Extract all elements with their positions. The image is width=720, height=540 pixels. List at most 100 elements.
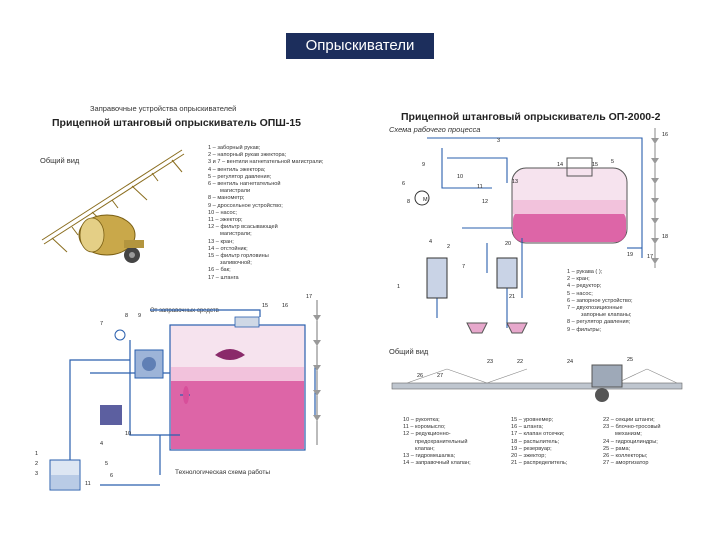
left-legend-item: 14 – отстойник;: [208, 245, 248, 252]
right-num: 11: [477, 184, 483, 190]
slide-title: Опрыскиватели: [286, 33, 434, 59]
right-num: 14: [557, 162, 563, 168]
right-num: 21: [509, 294, 515, 300]
left-legend-item: 16 – бак;: [208, 267, 231, 274]
right-pump: [426, 257, 448, 299]
right-num: 20: [505, 241, 511, 247]
left-tech-scheme: 1 2 3 4 5 6 7 8 9 10 11 15 16 17: [35, 294, 321, 491]
left-legend-item: 9 – дроссельное устройство;: [208, 202, 283, 209]
right-num: M: [423, 197, 428, 203]
left-title: Прицепной штанговый опрыскиватель ОПШ-15: [52, 117, 302, 129]
left-legend-item: 8 – манометр;: [208, 195, 245, 202]
left-legend-item: 10 – насос;: [208, 209, 237, 216]
right-num: 4: [429, 239, 432, 245]
left-manometer: [114, 329, 126, 341]
right-legend-item: 10 – рукоятка;: [403, 417, 440, 423]
left-legend-item: 13 – кран;: [208, 238, 234, 245]
right-legend-item: клапан;: [415, 445, 435, 452]
right-legend-item: 19 – резервуар;: [511, 445, 552, 452]
right-num: 27: [437, 373, 443, 379]
right-num: 23: [487, 359, 493, 365]
right-distributor: [496, 257, 518, 289]
left-legend-item: 5 – регулятор давления;: [208, 173, 272, 180]
right-legend-col3: 22 – секции штанги; 23 – блочно-тросовый…: [603, 417, 661, 467]
right-num: 17: [647, 254, 653, 260]
right-legend-item: 26 – коллекторы;: [603, 453, 648, 460]
left-legend-item: магистрали: [220, 188, 251, 195]
right-legend-item: запорные клапаны;: [581, 312, 632, 319]
left-legend-item: 6 – вентиль нагнетательной: [208, 181, 281, 188]
right-num: 9: [422, 162, 425, 168]
left-num: 16: [282, 303, 288, 309]
left-from-filling-label: От заправочных средств: [150, 308, 219, 314]
right-num: 5: [611, 159, 614, 165]
right-legend-item: механизм;: [615, 431, 642, 438]
left-num: 6: [110, 473, 113, 479]
right-num: 8: [407, 199, 410, 205]
right-legend-item: 24 – гидроцилиндры;: [603, 438, 658, 445]
right-legend-item: 6 – запорное устройство;: [567, 297, 633, 304]
right-num: 13: [512, 179, 518, 185]
right-legend-item: 27 – амортизатор: [603, 460, 649, 467]
right-legend-top: 1 – рукава ( ); 2 – кран; 4 – редуктор; …: [567, 269, 633, 334]
left-pump-block: [134, 349, 164, 379]
left-num: 17: [306, 294, 312, 300]
right-num: 26: [417, 373, 423, 379]
right-legend-item: 16 – штанга;: [511, 424, 544, 431]
left-num: 11: [85, 481, 91, 487]
left-legend-item: 15 – фильтр горловины: [208, 253, 269, 260]
left-num: 8: [125, 313, 128, 319]
left-num: 2: [35, 461, 38, 467]
left-header-top: Заправочные устройства опрыскивателей: [90, 104, 237, 113]
right-num: 1: [397, 284, 400, 290]
left-legend-item: 4 – вентиль эжектора;: [208, 166, 266, 173]
right-num: 18: [662, 234, 668, 240]
right-general-view-label: Общий вид: [389, 347, 429, 356]
right-legend-item: 5 – насос;: [567, 290, 593, 297]
right-num: 25: [627, 357, 633, 363]
right-wheel: [595, 388, 609, 402]
left-num: 4: [100, 441, 103, 447]
right-legend-item: 2 – кран;: [567, 276, 590, 283]
left-num: 15: [262, 303, 268, 309]
right-legend-item: 14 – заправочный клапан;: [403, 460, 471, 467]
right-legend-item: 21 – распределитель;: [511, 460, 568, 467]
right-legend-item: 18 – распылитель;: [511, 438, 560, 445]
right-num: 24: [567, 359, 573, 365]
right-num: 6: [402, 181, 405, 187]
right-frame: [591, 364, 623, 388]
right-liquid: [513, 210, 626, 242]
left-num: 5: [105, 461, 108, 467]
left-num: 10: [125, 431, 131, 437]
right-legend-item: 17 – клапан отсечки;: [511, 431, 565, 438]
right-legend-item: 13 – гидромешалка;: [403, 453, 456, 460]
left-tech-scheme-label: Технологическая схема работы: [175, 469, 271, 476]
left-legend: 1 – заборный рукав; 2 – напорный рукав э…: [208, 145, 323, 282]
left-num: 1: [35, 451, 38, 457]
right-legend-item: 8 – регулятор давления;: [567, 319, 631, 326]
right-title: Прицепной штанговый опрыскиватель ОП-200…: [401, 111, 661, 123]
left-legend-item: 11 – эжектор;: [208, 217, 243, 224]
left-legend-item: заливочной;: [220, 260, 252, 267]
right-num: 15: [592, 162, 598, 168]
right-legend-item: 4 – редуктор;: [567, 283, 602, 290]
right-legend-item: 12 – редукционно-: [403, 431, 451, 438]
right-num: 19: [627, 252, 633, 258]
left-panel-opsh15: Заправочные устройства опрыскивателей Пр…: [30, 95, 330, 491]
right-legend-item: 15 – уровнемер;: [511, 417, 554, 423]
right-legend-item: 20 – эжектор;: [511, 453, 546, 460]
left-legend-item: 3 и 7 – вентили нагнетательной магистрал…: [208, 159, 324, 166]
right-legend-item: 9 – фильтры;: [567, 326, 602, 333]
right-num: 16: [662, 132, 668, 138]
left-sprayer-illustration: [41, 149, 185, 263]
right-legend-item: 7 – двухпозиционные: [567, 305, 623, 312]
right-legend-item: 22 – секции штанги;: [603, 417, 655, 423]
left-legend-item: 17 – штанга: [208, 274, 239, 281]
left-general-view-label: Общий вид: [40, 156, 80, 165]
right-process-scheme: 1 2 3 4 5 6 7 8 9 10 11 12 13 14 15 16 1…: [397, 128, 668, 334]
left-num: 7: [100, 321, 103, 327]
right-legend-col2: 15 – уровнемер; 16 – штанга; 17 – клапан…: [511, 417, 567, 467]
right-scheme-label: Схема рабочего процесса: [389, 125, 481, 134]
left-legend-item: 2 – напорный рукав эжектора;: [208, 152, 287, 159]
right-legend-item: 25 – рама;: [603, 445, 631, 452]
